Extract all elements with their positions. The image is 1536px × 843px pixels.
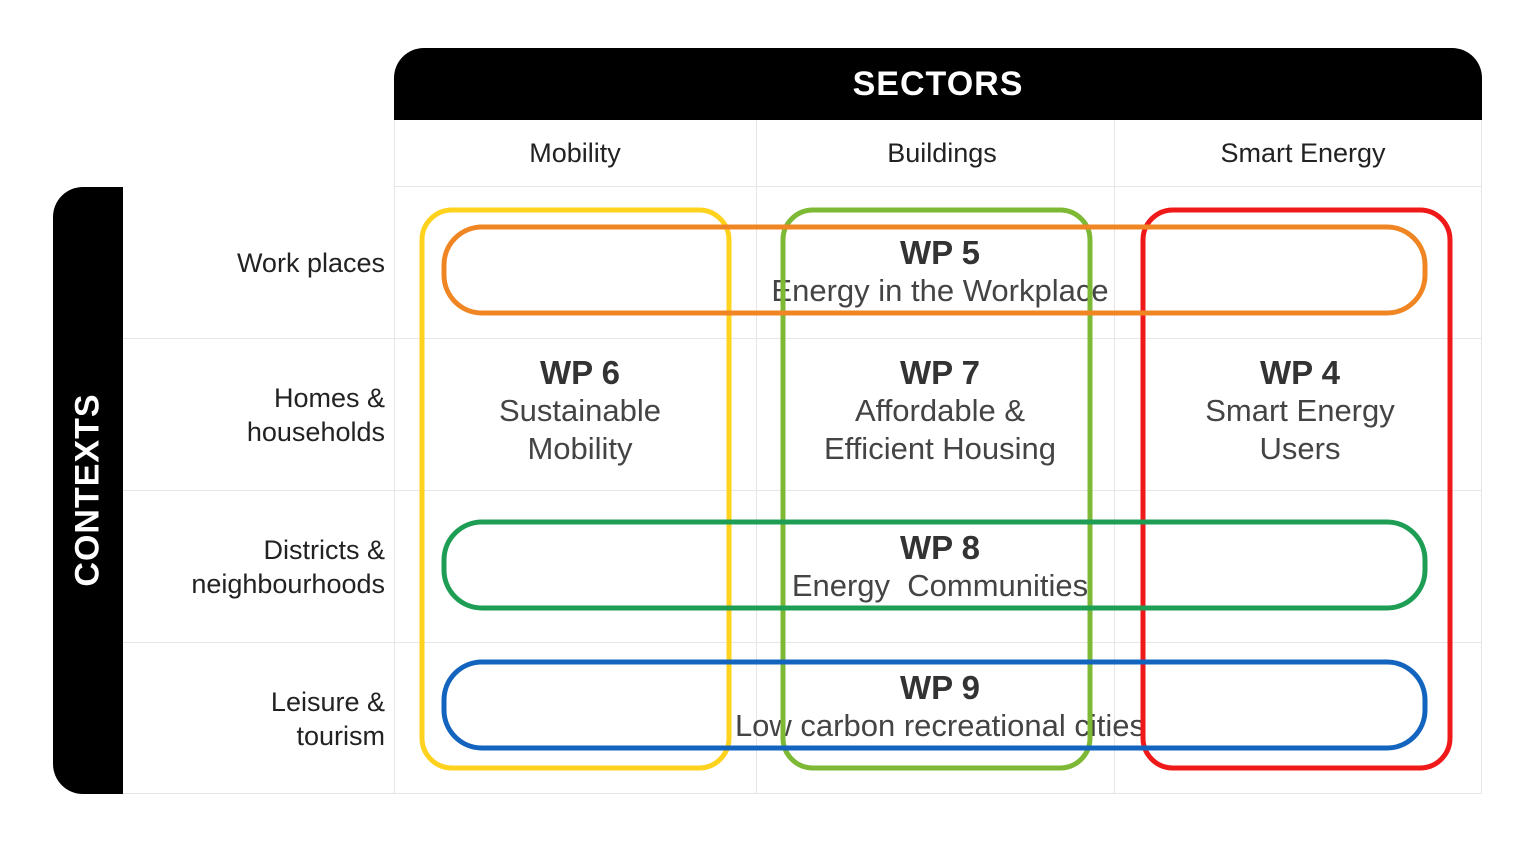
buildings-ring [780,207,1093,771]
context-label: Leisure & [270,687,385,717]
grid-line [123,338,1482,339]
wp-name: Users [1259,431,1341,466]
sector-mobility: Mobility [529,138,621,168]
grid-line [123,642,1482,643]
leisure-ring [441,659,1428,751]
wp-id: WP 5 [899,234,981,271]
grid-line [756,120,757,794]
context-label: households [246,417,385,447]
sector-smart-energy: Smart Energy [1220,138,1386,168]
wp5-label: WP 5 Energy in the Workplace [640,234,1240,310]
wp-name: Energy Communities [791,568,1089,603]
mobility-ring [419,207,732,771]
grid-line [394,120,395,794]
wp8-label: WP 8 Energy Communities [640,529,1240,605]
wp-id: WP 7 [899,354,981,391]
wp-name: Low carbon recreational cities [734,708,1146,743]
smart-energy-ring [1140,207,1453,771]
sectors-header: SECTORS [394,48,1482,120]
wp-name: Sustainable [498,393,661,428]
context-homes: Homes & households [123,339,385,491]
grid-line [123,490,1482,491]
grid-line [123,793,1482,794]
context-label: tourism [296,721,385,751]
sector-buildings: Buildings [887,138,997,168]
wp-name: Mobility [527,431,633,466]
workplace-ring [441,224,1428,316]
wp-name: Affordable & [854,393,1026,428]
grid-line [394,186,1482,187]
wp-name: Energy in the Workplace [771,273,1109,308]
wp-id: WP 9 [899,669,981,706]
context-label: neighbourhoods [191,569,385,599]
context-districts: Districts & neighbourhoods [123,491,385,643]
wp-name: Efficient Housing [823,431,1057,466]
context-label: Homes & [273,383,385,413]
contexts-header: CONTEXTS [53,187,123,794]
sectors-label: SECTORS [852,64,1024,103]
grid-line [1481,120,1482,794]
wp-id: WP 4 [1259,354,1341,391]
context-leisure: Leisure & tourism [123,643,385,795]
context-label: Work places [236,248,385,278]
context-label: Districts & [263,535,386,565]
wp9-label: WP 9 Low carbon recreational cities [620,669,1260,745]
wp6-label: WP 6 Sustainable Mobility [430,354,730,468]
wp4-label: WP 4 Smart Energy Users [1150,354,1450,468]
wp-name: Smart Energy [1205,393,1395,428]
communities-ring [441,519,1428,611]
grid-line [1114,120,1115,794]
wp-id: WP 6 [539,354,621,391]
context-work-places: Work places [123,187,385,339]
wp7-label: WP 7 Affordable & Efficient Housing [780,354,1100,468]
wp-id: WP 8 [899,529,981,566]
